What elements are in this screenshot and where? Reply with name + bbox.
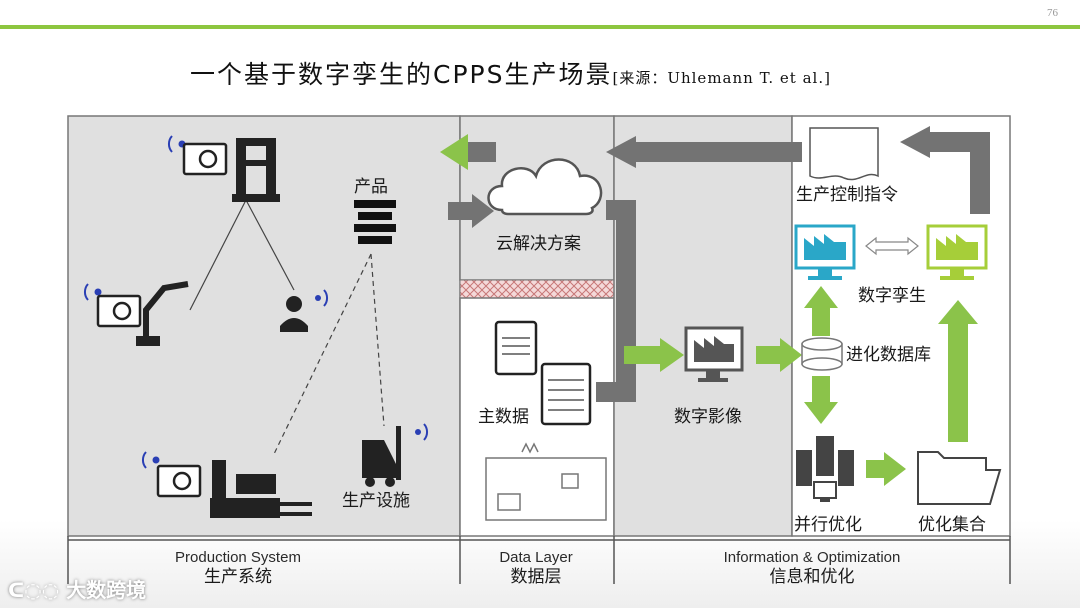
database-icon	[801, 337, 843, 371]
twin-monitor-green-icon	[926, 224, 988, 280]
arrow-cloud-out-shaft	[466, 142, 496, 162]
title-main: 一个基于数字孪生的CPPS生产场景	[190, 60, 613, 89]
link-machine-worker	[245, 199, 295, 291]
section-production-en: Production System	[175, 549, 301, 566]
camera-icon-3	[142, 451, 202, 498]
hatch-band	[459, 279, 615, 299]
master-data-icon	[494, 320, 592, 426]
arrow-parallel-to-set-shaft	[866, 460, 886, 478]
link-machine-robot	[189, 199, 247, 311]
section-info-en: Information & Optimization	[724, 549, 901, 566]
product-stack-icon	[354, 200, 396, 244]
arrow-data-up	[596, 200, 636, 402]
label-evo-db: 进化数据库	[846, 345, 931, 365]
arrow-to-cloud-in-shaft	[448, 202, 474, 220]
arrow-parallel-to-set-head	[884, 452, 906, 486]
arrow-db-to-parallel-shaft	[812, 376, 830, 404]
arrow-set-to-twin-head	[938, 300, 978, 324]
watermark-logo-icon: ᑕ◌◌	[8, 578, 60, 602]
arrow-image-to-db-head	[780, 338, 802, 372]
label-master-data: 主数据	[478, 407, 529, 427]
section-info-zh: 信息和优化	[770, 567, 855, 587]
image-panel	[613, 115, 793, 537]
twin-monitor-blue-icon	[794, 224, 856, 280]
robot-arm-icon	[136, 281, 189, 346]
camera-icon-1	[168, 135, 228, 176]
worker-icon	[280, 289, 328, 332]
label-twin: 数字孪生	[858, 286, 926, 306]
arrow-to-cloud-shaft	[634, 142, 802, 162]
document-icon	[809, 127, 879, 181]
label-opt-set: 优化集合	[918, 515, 986, 535]
watermark-text: 大数跨境	[66, 578, 147, 602]
page-number: 76	[1047, 7, 1058, 19]
arrow-db-to-twin-head	[804, 286, 838, 308]
server-cluster-icon	[796, 436, 854, 502]
watermark-logo: ᑕ◌◌ 大数跨境	[8, 574, 146, 603]
slide-title: 一个基于数字孪生的CPPS生产场景[来源：Uhlemann T. et al.]	[190, 55, 831, 91]
label-cloud: 云解决方案	[496, 234, 581, 254]
arrow-db-to-parallel-head	[804, 402, 838, 424]
press-machine-icon	[232, 138, 280, 202]
forklift-icon	[362, 423, 428, 487]
arrow-data-to-image-head	[660, 338, 684, 372]
twin-double-arrow-icon	[865, 236, 919, 256]
arrow-to-cloud-in-head	[472, 194, 494, 228]
arrow-head-control	[900, 126, 930, 158]
arrow-from-control	[926, 132, 990, 214]
cloud-icon	[487, 158, 603, 216]
section-data-en: Data Layer	[499, 549, 572, 566]
digital-image-monitor-icon	[684, 326, 744, 382]
section-data-zh: 数据层	[511, 567, 562, 587]
label-digital-image: 数字影像	[674, 407, 742, 427]
link-product-cnc	[273, 253, 372, 455]
arrow-data-to-image-shaft	[624, 346, 662, 364]
label-control: 生产控制指令	[796, 185, 898, 205]
camera-icon-2	[84, 283, 142, 328]
arrow-to-cloud-head	[606, 136, 636, 168]
folder-icon	[917, 451, 1002, 505]
cnc-machine-icon	[210, 460, 312, 518]
label-product: 产品	[354, 177, 388, 197]
arrow-set-to-twin-shaft	[948, 322, 968, 442]
section-production-zh: 生产系统	[204, 567, 272, 587]
link-product-forklift	[370, 253, 385, 427]
arrow-db-to-twin-shaft	[812, 306, 830, 336]
label-facility: 生产设施	[342, 491, 410, 511]
arrow-image-to-db-shaft	[756, 346, 782, 364]
cpps-diagram: 产品 云解决方案 主数据 数字影像 生产控制指令 数字孪生 进化数据库 并行优化…	[67, 115, 1011, 587]
top-accent-bar	[0, 25, 1080, 29]
label-parallel: 并行优化	[794, 515, 862, 535]
title-source: [来源：Uhlemann T. et al.]	[612, 69, 831, 87]
arrow-cloud-out-head	[440, 134, 468, 170]
floor-plan-icon	[485, 442, 607, 521]
